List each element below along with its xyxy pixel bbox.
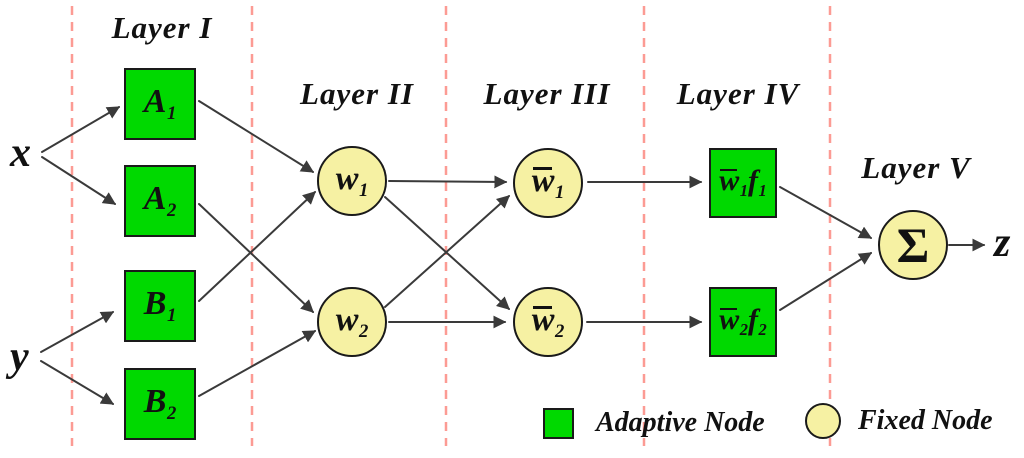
- arrow-x-to-a2: [41, 156, 117, 205]
- arrow-w1-to-wbar2: [384, 196, 510, 310]
- output-z-label: z: [994, 220, 1011, 266]
- input-y-label: y: [10, 334, 29, 380]
- layer5-title: Layer V: [861, 150, 971, 185]
- arrow-b2-to-w2: [198, 330, 317, 397]
- arrow-a1-to-w1: [198, 100, 315, 173]
- node-w1: w1: [317, 146, 387, 216]
- layer3-title: Layer III: [483, 76, 611, 111]
- node-b2-label: B2: [143, 382, 177, 424]
- node-w2: w2: [317, 287, 387, 357]
- node-wbar2-label: w2: [531, 300, 565, 342]
- node-b1-label: B1: [143, 284, 177, 326]
- layer4-title: Layer IV: [676, 76, 800, 111]
- node-wbar1-label: w1: [531, 161, 565, 203]
- node-wf1: w1f1: [709, 148, 777, 218]
- arrow-a2-to-w2: [198, 203, 314, 313]
- node-wf1-label: w1f1: [719, 164, 767, 201]
- node-wf2: w2f2: [709, 287, 777, 357]
- node-a1: A1: [124, 68, 196, 140]
- node-a2-label: A2: [143, 179, 177, 221]
- legend-fixed-label: Fixed Node: [858, 405, 993, 436]
- node-wf2-label: w2f2: [719, 303, 767, 340]
- node-w2-label: w2: [335, 300, 369, 342]
- node-b1: B1: [124, 270, 196, 342]
- input-x-label: x: [10, 130, 31, 176]
- sigma-symbol: Σ: [896, 217, 930, 273]
- node-b2: B2: [124, 368, 196, 440]
- arrow-w1-to-wbar1: [388, 175, 508, 189]
- node-sum: Σ: [878, 210, 948, 280]
- node-w1-label: w1: [335, 159, 369, 201]
- arrow-y-to-b1: [40, 311, 115, 353]
- layer1-title: Layer I: [111, 10, 213, 45]
- node-a1-label: A1: [143, 82, 177, 124]
- arrow-b1-to-w1: [198, 191, 316, 302]
- layer2-title: Layer II: [300, 76, 414, 111]
- node-a2: A2: [124, 165, 196, 237]
- arrow-wf1-to-sum: [779, 186, 873, 239]
- legend-adaptive-swatch: [543, 408, 574, 439]
- legend-fixed-swatch: [805, 403, 841, 439]
- node-wbar1: w1: [513, 148, 583, 218]
- arrow-y-to-b2: [40, 360, 115, 405]
- arrow-x-to-a1: [41, 106, 121, 153]
- legend-adaptive-label: Adaptive Node: [596, 407, 765, 438]
- arrow-w2-to-wbar1: [384, 195, 510, 308]
- node-wbar2: w2: [513, 287, 583, 357]
- arrow-wf2-to-sum: [779, 252, 873, 311]
